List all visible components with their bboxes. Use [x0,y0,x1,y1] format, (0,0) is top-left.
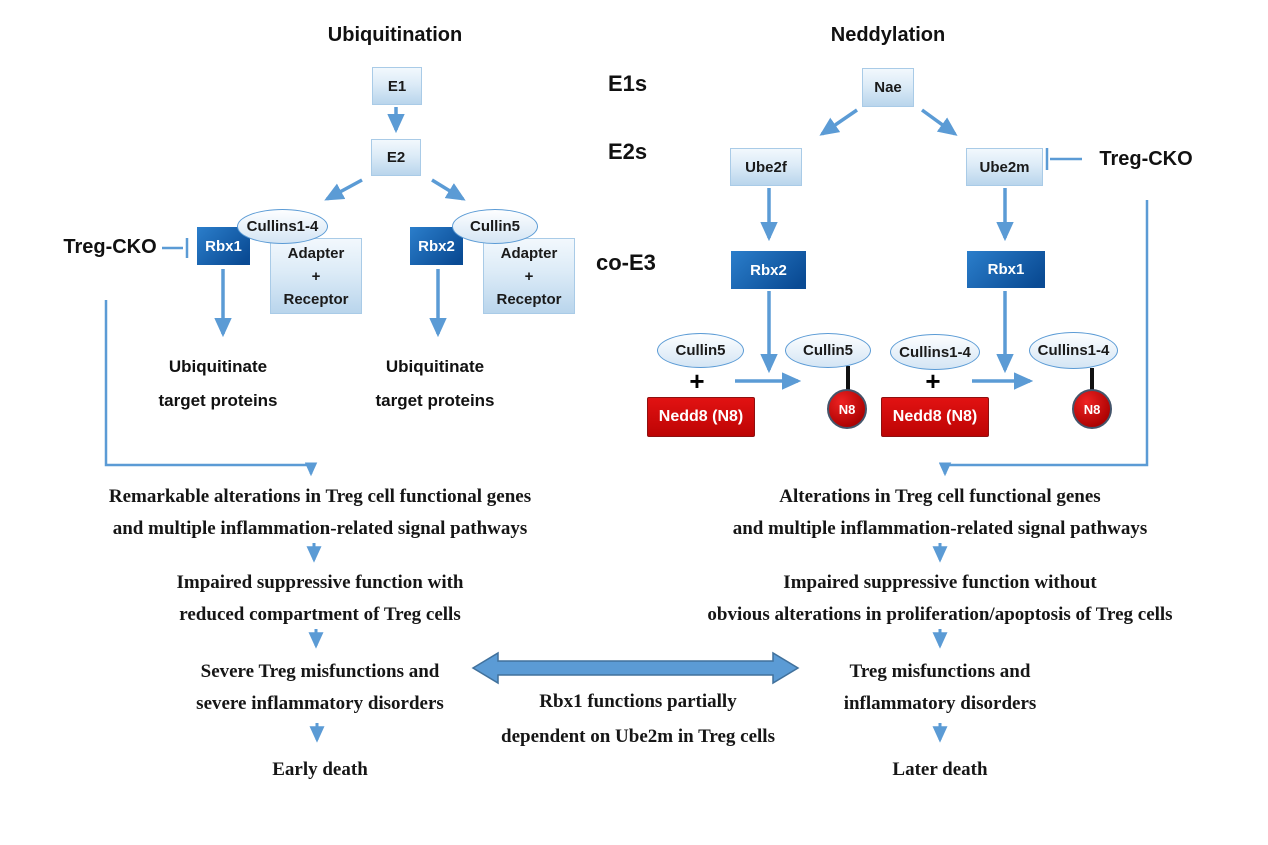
ellipse-cullins14-ubiq: Cullins1-4 [237,209,328,244]
right-flow-step3-line2: inflammatory disorders [843,693,1037,714]
receptor-label: Receptor [496,290,562,308]
text-ubiquitinate-left-1: Ubiquitinate [168,357,268,376]
left-flow-step2-line1: Impaired suppressive function with [176,572,464,593]
plus-label: + [524,267,534,285]
text-ubiquitinate-right-1: Ubiquitinate [385,357,485,376]
title-ubiquitination: Ubiquitination [327,24,463,46]
label-treg-cko-left: Treg-CKO [63,236,157,258]
box-rbx1-nedd: Rbx1 [967,251,1045,288]
box-ube2f: Ube2f [730,148,802,186]
plus-label: + [311,267,321,285]
row-label-co-e3: co-E3 [596,250,656,275]
plus-sign-left-reaction: + [689,366,705,396]
ellipse-cullin5-product: Cullin5 [785,333,871,368]
arrow-e2-to-cullin5 [431,178,466,201]
right-flow-step1-line1: Alterations in Treg cell functional gene… [779,486,1101,507]
right-flow-step4: Later death [892,759,988,780]
arrow-nae-to-ube2f [819,108,858,136]
ellipse-cullins14-product: Cullins1-4 [1029,332,1118,369]
elbow-tregcko-right-to-flow [938,200,1149,477]
n8-circle-right: N8 [1072,389,1112,429]
box-adapter-receptor-1: Adapter + Receptor [270,238,362,314]
left-flow-step1-line2: and multiple inflammation-related signal… [112,518,528,539]
left-flow-step1-line1: Remarkable alterations in Treg cell func… [108,486,532,507]
n8-circle-left: N8 [827,389,867,429]
box-adapter-receptor-2: Adapter + Receptor [483,238,575,314]
box-e1: E1 [372,67,422,105]
right-flow-step3-line1: Treg misfunctions and [849,661,1031,682]
box-nae: Nae [862,68,914,107]
ellipse-cullins14-substrate: Cullins1-4 [890,334,980,370]
adapter-label: Adapter [287,244,345,262]
label-treg-cko-right: Treg-CKO [1099,148,1193,170]
arrow-e2-to-cullins14 [324,178,363,201]
elbow-tregcko-left-to-flow [104,300,318,477]
box-e2: E2 [371,139,421,176]
right-flow-step1-line2: and multiple inflammation-related signal… [732,518,1148,539]
row-label-e1s: E1s [608,71,648,96]
right-flow-step2-line1: Impaired suppressive function without [783,572,1097,593]
right-flow-step2-line2: obvious alterations in proliferation/apo… [707,604,1173,625]
double-arrow-comparison [471,651,800,685]
box-rbx2-nedd: Rbx2 [731,251,806,289]
title-neddylation: Neddylation [830,24,946,46]
left-flow-step2-line2: reduced compartment of Treg cells [179,604,461,625]
box-ube2m: Ube2m [966,148,1043,186]
row-label-e2s: E2s [608,139,648,164]
box-nedd8-left: Nedd8 (N8) [647,397,755,437]
ellipse-cullin5-ubiq: Cullin5 [452,209,538,244]
box-nedd8-right: Nedd8 (N8) [881,397,989,437]
center-note-line1: Rbx1 functions partially [539,691,737,712]
receptor-label: Receptor [283,290,349,308]
ellipse-cullin5-substrate: Cullin5 [657,333,744,368]
text-ubiquitinate-right-2: target proteins [375,391,495,410]
left-flow-step3-line1: Severe Treg misfunctions and [200,661,440,682]
adapter-label: Adapter [500,244,558,262]
center-note-line2: dependent on Ube2m in Treg cells [501,726,775,747]
left-flow-step3-line2: severe inflammatory disorders [196,693,444,714]
left-flow-step4: Early death [272,759,368,780]
box-rbx2-ubiq: Rbx2 [410,227,463,265]
arrow-nae-to-ube2m [920,108,958,136]
plus-sign-right-reaction: + [925,366,941,396]
text-ubiquitinate-left-2: target proteins [158,391,278,410]
